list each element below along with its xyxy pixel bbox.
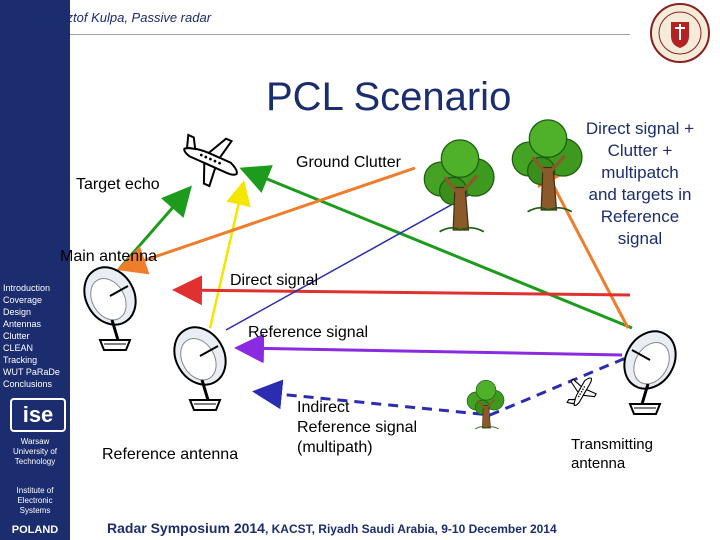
- label-main-antenna: Main antenna: [60, 248, 157, 265]
- label-ground-clutter: Ground Clutter: [296, 154, 401, 171]
- label-target-echo: Target echo: [76, 176, 160, 193]
- main-antenna-dish-icon: [72, 256, 148, 352]
- clutter-echo-path: [116, 166, 416, 275]
- label-reference-signal: Reference signal: [248, 324, 369, 341]
- label-reference-antenna: Reference antenna: [102, 446, 239, 463]
- reference-target-path: [208, 180, 251, 329]
- tree-icon: [466, 379, 505, 430]
- clutter-reference-path: [225, 189, 479, 331]
- sidebar-item-tracking[interactable]: Tracking: [3, 355, 38, 365]
- sidebar-item-conclusions[interactable]: Conclusions: [3, 379, 53, 389]
- sidebar: Introduction Coverage Design Antennas Cl…: [0, 0, 70, 540]
- label-transmitting-antenna: Transmitting antenna: [571, 436, 653, 472]
- sidebar-item-clutter[interactable]: Clutter: [3, 331, 30, 341]
- sidebar-item-antennas[interactable]: Antennas: [3, 319, 42, 329]
- airplane-icon: [171, 123, 249, 196]
- ise-logo: ise: [10, 398, 66, 432]
- institute-name: Institute of Electronic Systems: [16, 486, 54, 515]
- sidebar-item-wut-parade[interactable]: WUT PaRaDe: [3, 367, 60, 377]
- airplane-icon: [560, 370, 603, 414]
- indirect-reference-path: [252, 350, 641, 417]
- footer-venue: , KACST, Riyadh Saudi Arabia, 9-10 Decem…: [264, 522, 557, 536]
- sidebar-item-design[interactable]: Design: [3, 307, 32, 317]
- tree-icon: [422, 138, 496, 234]
- country-label: POLAND: [11, 524, 59, 536]
- reference-antenna-dish-icon: [162, 316, 238, 412]
- university-name: Warsaw University of Technology: [12, 437, 57, 466]
- header-author: Krzysztof Kulpa, Passive radar: [34, 10, 212, 25]
- university-seal-icon: [650, 3, 710, 63]
- sidebar-item-coverage[interactable]: Coverage: [3, 295, 43, 305]
- transmitting-antenna-dish-icon: [612, 320, 688, 416]
- direct-signal-path: [172, 275, 631, 306]
- reference-signal-path: [234, 333, 623, 364]
- illumination-target-path: [239, 165, 633, 330]
- side-note: Direct signal + Clutter + multipatch and…: [585, 119, 695, 248]
- sidebar-item-introduction[interactable]: Introduction: [3, 283, 51, 293]
- header-divider: [70, 34, 630, 35]
- page-title: PCL Scenario: [266, 75, 512, 119]
- sidebar-item-clean[interactable]: CLEAN: [3, 343, 34, 353]
- label-direct-signal: Direct signal: [230, 272, 319, 289]
- label-indirect-reference: Indirect Reference signal (multipath): [297, 399, 418, 456]
- footer-event: Radar Symposium 2014: [107, 520, 265, 536]
- footer: Radar Symposium 2014, KACST, Riyadh Saud…: [107, 520, 557, 536]
